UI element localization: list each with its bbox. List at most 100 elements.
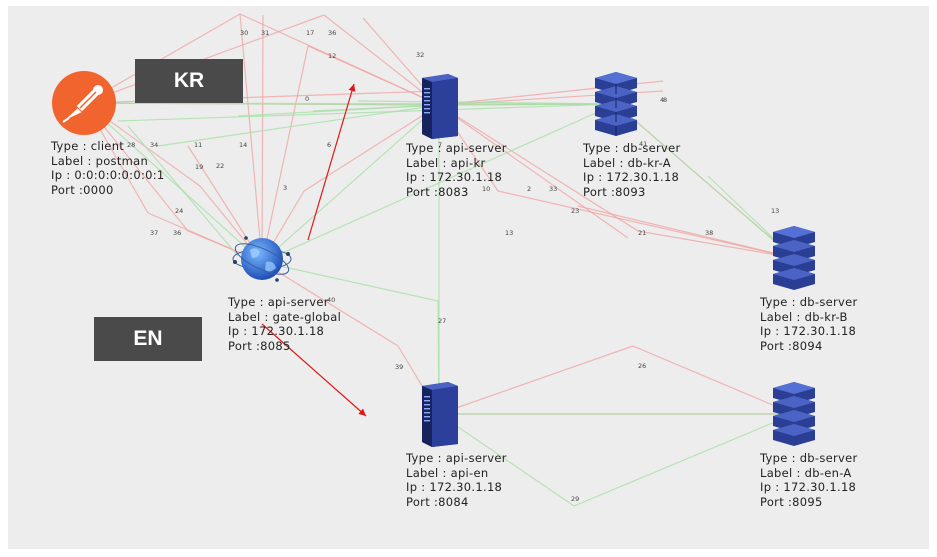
node-info-db-kr-A: Type : db-server Label : db-kr-A Ip : 17… — [583, 141, 681, 199]
region-kr-label[interactable]: KR — [135, 59, 243, 103]
globe-icon — [232, 232, 292, 286]
node-port: Port :8095 — [760, 494, 823, 509]
edge-label: 22 — [216, 162, 224, 170]
edge-label: 24 — [175, 207, 183, 215]
response-edge — [438, 103, 617, 106]
edge-label: 2 — [527, 185, 531, 193]
database-server-icon — [593, 70, 639, 138]
route-arrow-to-kr — [307, 83, 356, 241]
request-edge — [307, 45, 440, 106]
node-info-api-en: Type : api-server Label : api-en Ip : 17… — [406, 451, 507, 509]
edge-label: 36 — [173, 229, 181, 237]
server-tower-icon — [418, 72, 460, 140]
response-edge — [615, 103, 795, 259]
node-label: Label : api-en — [406, 465, 489, 480]
node-label: Label : db-kr-B — [760, 309, 848, 324]
edge-label: 23 — [571, 207, 579, 215]
edge-label: 14 — [239, 141, 247, 149]
edge-label: 31 — [261, 29, 269, 37]
node-ip: Ip : 172.30.1.18 — [406, 170, 503, 185]
node-label: Label : api-kr — [406, 155, 486, 170]
edge-label: 36 — [328, 29, 336, 37]
node-ip: Ip : 172.30.1.18 — [583, 170, 680, 185]
node-type: Type : db-server — [583, 141, 681, 155]
edge-label: 11 — [194, 141, 202, 149]
response-edge — [312, 104, 440, 112]
postman-client-icon — [51, 70, 117, 136]
node-label: Label : gate-global — [228, 309, 342, 324]
request-edge — [637, 230, 795, 259]
region-en-label[interactable]: EN — [94, 317, 202, 361]
node-label: Label : postman — [51, 153, 149, 168]
edge-label: 0 — [305, 95, 309, 103]
response-edge — [84, 102, 617, 105]
node-info-api-kr: Type : api-server Label : api-kr Ip : 17… — [406, 141, 507, 199]
region-en-text: EN — [133, 327, 163, 350]
database-server-icon — [771, 224, 817, 292]
node-ip: Ip : 0:0:0:0:0:0:0:1 — [51, 168, 165, 183]
request-edge — [261, 14, 264, 263]
edge-label: 34 — [150, 141, 158, 149]
node-port: Port :0000 — [51, 182, 114, 197]
node-port: Port :8085 — [228, 338, 291, 353]
edge-label: 8 — [663, 96, 667, 104]
response-edge — [84, 102, 263, 263]
request-edge — [438, 345, 634, 415]
node-label: Label : db-en-A — [760, 465, 852, 480]
edge-label: 38 — [705, 229, 713, 237]
response-edge — [261, 261, 439, 302]
node-port: Port :8084 — [406, 494, 469, 509]
edge-label: 27 — [438, 317, 446, 325]
node-type: Type : client — [51, 139, 125, 153]
node-info-gate-global: Type : api-server Label : gate-global Ip… — [228, 295, 341, 353]
edge-label: 32 — [416, 51, 424, 59]
request-edge — [239, 13, 263, 263]
database-server-icon — [771, 380, 817, 448]
edge-label: 21 — [638, 229, 646, 237]
edge-label: 40 — [327, 296, 335, 304]
edge-label: 19 — [195, 163, 203, 171]
edge-label: 7 — [438, 141, 442, 149]
request-edge — [261, 45, 309, 263]
route-arrow-to-en — [261, 323, 367, 417]
server-tower-icon — [418, 380, 460, 448]
node-info-db-en-A: Type : db-server Label : db-en-A Ip : 17… — [760, 451, 858, 509]
request-edge — [497, 190, 795, 259]
edge-label: 10 — [482, 185, 490, 193]
request-edge — [632, 345, 795, 415]
response-edge — [261, 104, 440, 263]
node-info-postman: Type : client Label : postman Ip : 0:0:0… — [51, 139, 165, 197]
request-edge — [577, 205, 795, 259]
node-type: Type : api-server — [406, 141, 507, 155]
node-type: Type : db-server — [760, 295, 858, 309]
node-ip: Ip : 172.30.1.18 — [406, 480, 503, 495]
edge-label: 30 — [240, 29, 248, 37]
response-edge — [573, 413, 795, 507]
node-info-db-kr-B: Type : db-server Label : db-kr-B Ip : 17… — [760, 295, 858, 353]
node-type: Type : api-server — [228, 295, 329, 309]
edge-label: 13 — [771, 207, 779, 215]
node-port: Port :8093 — [583, 184, 646, 199]
edge-label: 29 — [571, 495, 579, 503]
node-label: Label : db-kr-A — [583, 155, 671, 170]
request-edge — [438, 104, 639, 232]
edge-label: 17 — [306, 29, 314, 37]
edge-label: 12 — [328, 52, 336, 60]
edge-label: 39 — [395, 363, 403, 371]
request-edge — [261, 261, 399, 347]
region-kr-text: KR — [173, 69, 205, 92]
response-edge — [117, 103, 617, 122]
edge-label: 33 — [549, 185, 557, 193]
edge-label: 4 — [660, 96, 664, 104]
edge-label: 3 — [283, 184, 287, 192]
node-ip: Ip : 172.30.1.18 — [760, 480, 857, 495]
node-ip: Ip : 172.30.1.18 — [760, 324, 857, 339]
node-type: Type : api-server — [406, 451, 507, 465]
edge-label: 37 — [150, 229, 158, 237]
edge-label: 6 — [327, 141, 331, 149]
node-type: Type : db-server — [760, 451, 858, 465]
response-edge — [357, 100, 617, 105]
response-edge — [438, 413, 575, 507]
